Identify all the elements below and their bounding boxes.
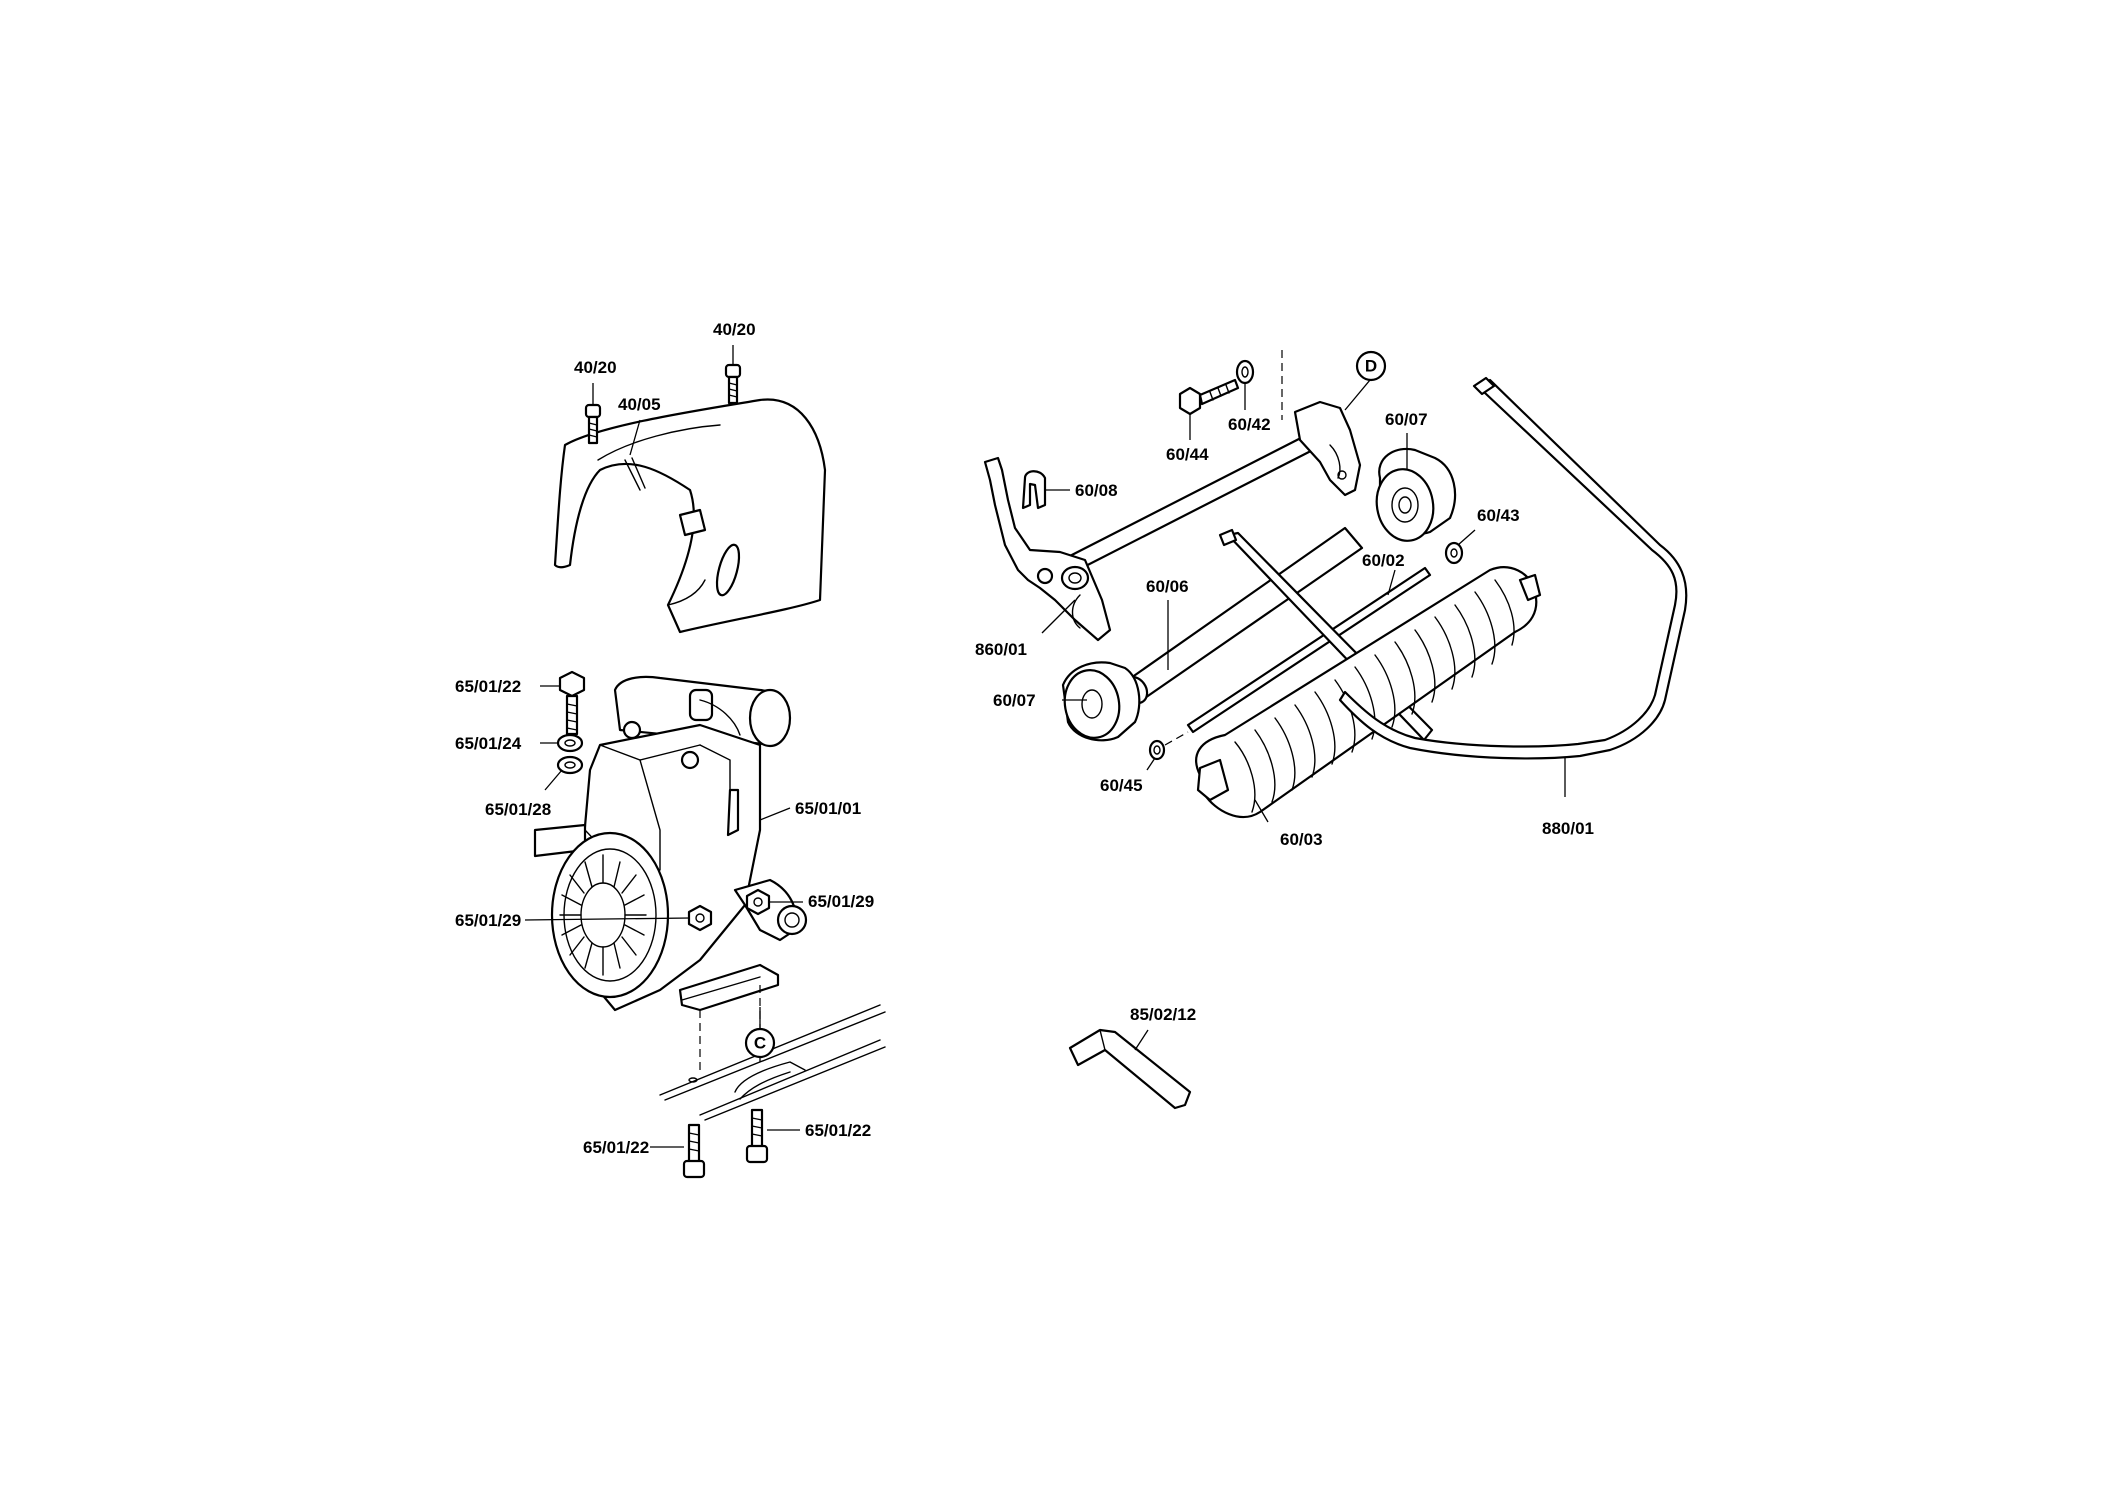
drum-60-03 [1195, 566, 1542, 818]
label-nut-65-01-29-right: 65/01/29 [808, 892, 874, 911]
hex-key-85-02-12 [1068, 1028, 1192, 1110]
handle-880-01 [1338, 376, 1688, 760]
screw-40-20-left [584, 403, 602, 445]
label-bolt-65-01-22-bottom-right: 65/01/22 [805, 1121, 871, 1140]
label-rod-60-02: 60/02 [1362, 551, 1405, 570]
engine-cover [553, 398, 827, 634]
roller-60-07-right [1375, 447, 1457, 542]
washer-65-01-24 [556, 733, 584, 753]
label-screw-40-20-left: 40/20 [574, 358, 617, 377]
svg-text:C: C [754, 1034, 766, 1053]
label-washer-65-01-28: 65/01/28 [485, 800, 551, 819]
label-washer-60-42: 60/42 [1228, 415, 1271, 434]
label-bolt-65-01-22-top: 65/01/22 [455, 677, 521, 696]
label-roller-60-07-right: 60/07 [1385, 410, 1428, 429]
label-bolt-60-44: 60/44 [1166, 445, 1209, 464]
label-engine-65-01-01: 65/01/01 [795, 799, 861, 818]
label-hex-key-85-02-12: 85/02/12 [1130, 1005, 1196, 1024]
label-washer-65-01-24: 65/01/24 [455, 734, 522, 753]
label-drum-60-03: 60/03 [1280, 830, 1323, 849]
label-bolt-65-01-22-bottom-left: 65/01/22 [583, 1138, 649, 1157]
clip-60-08 [1021, 470, 1047, 510]
label-nut-65-01-29-left: 65/01/29 [455, 911, 521, 930]
label-ring-60-45: 60/45 [1100, 776, 1143, 795]
bolt-65-01-22-bottom-right [745, 1108, 769, 1164]
roller-60-07-left [1061, 661, 1141, 742]
label-clip-60-08: 60/08 [1075, 481, 1118, 500]
bolt-65-01-22-top [558, 670, 586, 736]
mower-frame-rails [659, 1004, 886, 1121]
callout-c: C [744, 1027, 776, 1059]
label-handle-880-01: 880/01 [1542, 819, 1594, 838]
side-bracket-860-01 [983, 456, 1112, 642]
screw-40-20-right [724, 363, 742, 405]
ring-60-43 [1444, 541, 1464, 565]
svg-text:D: D [1365, 357, 1377, 376]
label-tube-60-06: 60/06 [1146, 577, 1189, 596]
label-ring-60-43: 60/43 [1477, 506, 1520, 525]
bolt-65-01-22-bottom-left [682, 1123, 706, 1179]
callout-d: D [1355, 350, 1387, 382]
engine [533, 675, 808, 1012]
side-bracket-right [1293, 400, 1362, 497]
washer-60-42 [1235, 359, 1255, 385]
washer-65-01-28 [556, 755, 584, 775]
ring-60-45 [1148, 739, 1166, 761]
bolt-60-44 [1178, 378, 1240, 416]
label-cover-40-05: 40/05 [618, 395, 661, 414]
label-screw-40-20-right: 40/20 [713, 320, 756, 339]
label-roller-60-07-left: 60/07 [993, 691, 1036, 710]
label-bracket-860-01: 860/01 [975, 640, 1027, 659]
rod-60-02 [1186, 566, 1432, 734]
